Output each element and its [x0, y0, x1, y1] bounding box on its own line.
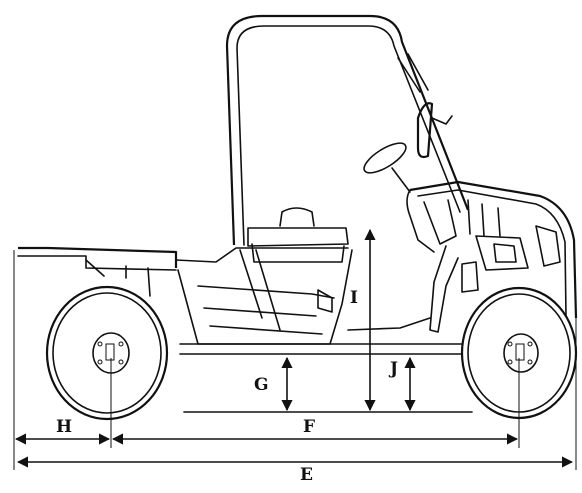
label-j: J: [388, 359, 398, 379]
label-i: I: [350, 288, 358, 308]
label-f: F: [303, 417, 315, 437]
label-e: E: [300, 465, 313, 485]
label-g: G: [254, 375, 269, 395]
body-side-panels: [17, 246, 431, 345]
chassis-lines: [179, 343, 473, 413]
front-hood: [406, 180, 578, 333]
label-h: H: [56, 417, 72, 437]
dimension-lines: [13, 228, 577, 470]
seat: [247, 207, 349, 263]
mirror: [416, 102, 453, 159]
steering-wheel: [363, 142, 411, 193]
dimension-labels: E F G H I J: [56, 288, 398, 485]
roll-cage: [225, 14, 470, 246]
rear-wheel: [45, 285, 169, 421]
